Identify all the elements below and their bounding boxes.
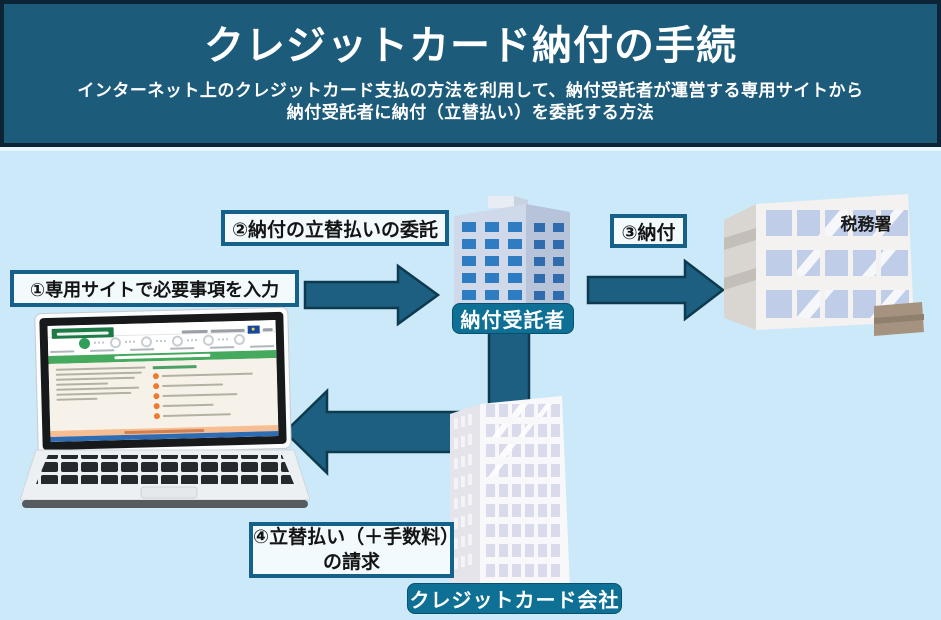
website-description-text bbox=[55, 366, 147, 425]
step1-callout: ①専用サイトで必要事項を入力 bbox=[10, 270, 299, 307]
credit-card-company-label: クレジットカード会社 bbox=[407, 583, 622, 614]
step4-callout: ④立替払い（＋手数料） の請求 bbox=[249, 522, 460, 578]
step-circle bbox=[233, 333, 246, 345]
step-circle bbox=[140, 335, 153, 348]
page-title: クレジットカード納付の手続 bbox=[204, 23, 737, 69]
tax-office-building: 税務署 bbox=[724, 194, 924, 336]
laptop-bezel bbox=[39, 311, 287, 451]
laptop-screen bbox=[34, 306, 292, 456]
website-procedure-list bbox=[152, 363, 271, 423]
laptop-keyboard bbox=[20, 449, 310, 508]
keyboard-keys bbox=[36, 455, 294, 484]
laptop bbox=[20, 306, 310, 518]
payment-website bbox=[47, 320, 279, 442]
website-logo-ribbon bbox=[51, 327, 114, 339]
step4-callout-line1: ④立替払い（＋手数料） bbox=[253, 526, 460, 548]
step-circle-active bbox=[78, 337, 91, 349]
header-subtitle-line1: インターネット上のクレジットカード支払の方法を利用して、納付受託者が運営する専用… bbox=[77, 81, 864, 101]
step4-callout-line2: の請求 bbox=[322, 551, 380, 573]
credit-card-company-building bbox=[450, 396, 570, 590]
step-circle bbox=[202, 334, 215, 346]
tower-side-windows bbox=[454, 414, 472, 569]
step-circle bbox=[171, 335, 184, 347]
step1-arrow bbox=[303, 263, 441, 327]
header-banner: クレジットカード納付の手続 インターネット上のクレジットカード支払の方法を利用し… bbox=[0, 0, 941, 147]
step2-callout: ②納付の立替払いの委託 bbox=[221, 210, 449, 246]
trackpad bbox=[140, 486, 198, 499]
tax-office-sign: 税務署 bbox=[841, 214, 892, 235]
step3-arrow bbox=[586, 258, 726, 322]
laptop-base-edge bbox=[22, 500, 308, 508]
website-content bbox=[48, 357, 279, 431]
step3-callout: ③納付 bbox=[610, 214, 687, 248]
step-circle bbox=[109, 336, 122, 348]
payment-trustee-building bbox=[454, 196, 570, 328]
header-subtitle-line2: 納付受託者に納付（立替払い）を委託する方法 bbox=[286, 103, 655, 123]
payment-trustee-label: 納付受託者 bbox=[452, 303, 574, 334]
language-flag-icon bbox=[247, 325, 260, 334]
header-separator bbox=[0, 147, 941, 151]
